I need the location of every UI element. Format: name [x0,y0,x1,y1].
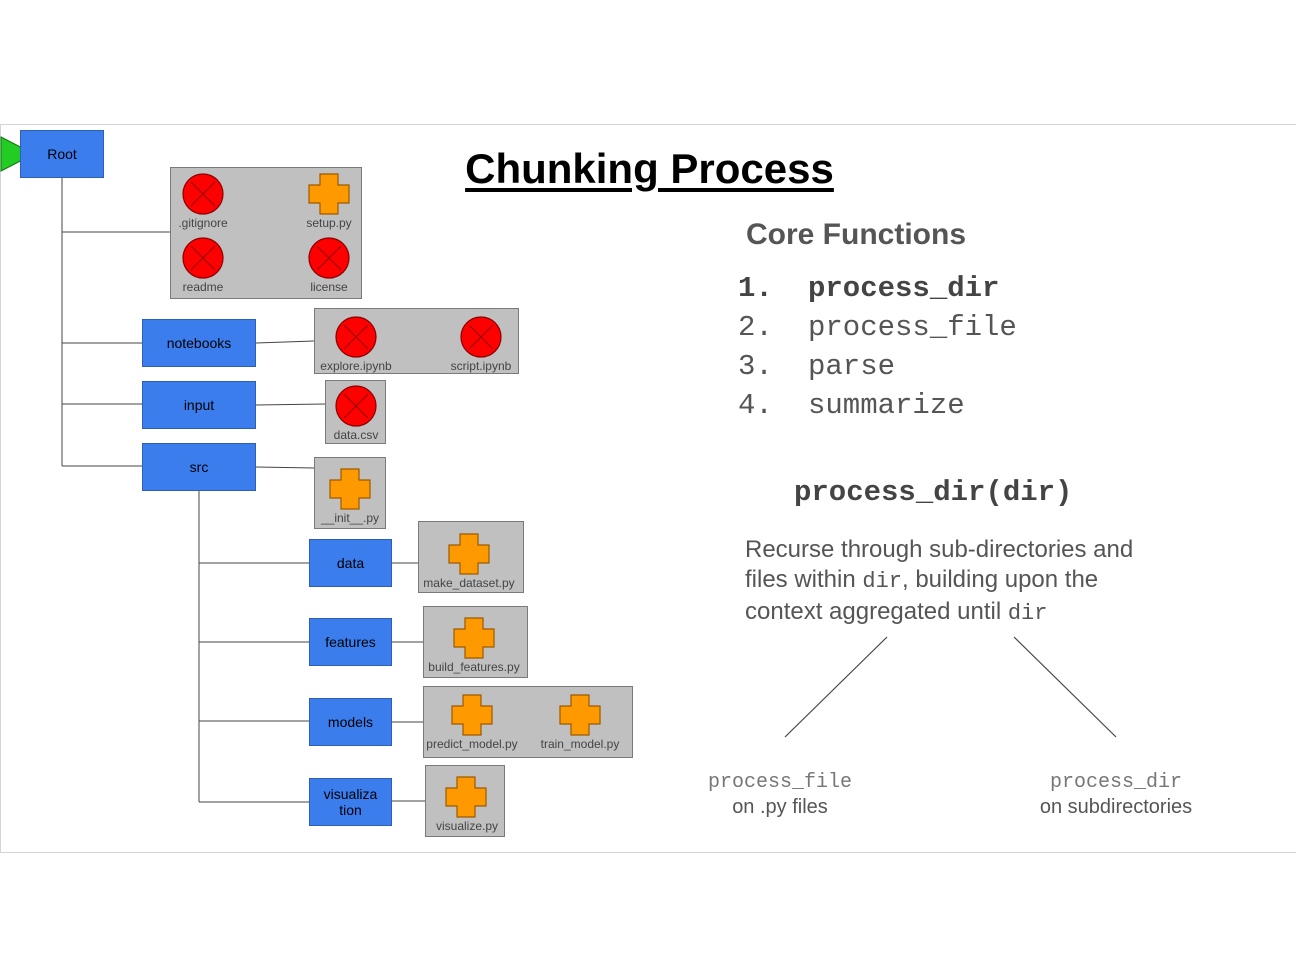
models-files-group: predict_model.py train_model.py [423,686,633,758]
file-init-py[interactable]: __init__.py [298,461,402,525]
dir-input[interactable]: input [142,381,256,429]
dir-label: src [189,459,209,475]
input-files-group: data.csv [325,380,386,444]
item-name: process_dir [808,272,1000,305]
file-setup-py[interactable]: setup.py [277,166,381,230]
file-label: make_dataset.py [423,576,515,590]
core-functions-heading: Core Functions [746,218,967,251]
core-function-item: 3. parse [738,350,895,383]
x-circle-icon [335,385,377,427]
data-files-group: make_dataset.py [418,521,524,593]
branch-left: process_file on .py files [690,770,870,820]
file-label: explore.ipynb [320,359,392,373]
file-label: readme [182,280,224,294]
x-circle-icon [460,316,502,358]
x-circle-icon [335,316,377,358]
dir-models[interactable]: models [309,698,392,746]
features-files-group: build_features.py [423,606,528,678]
root-files-group: .gitignore setup.py readme license [170,167,362,299]
file-gitignore[interactable]: .gitignore [151,166,255,230]
file-make-dataset-py[interactable]: make_dataset.py [417,526,521,590]
item-number: 2. [738,311,773,344]
x-circle-icon [182,173,224,215]
dir-label: data [336,555,365,571]
plus-shape-icon [448,533,490,575]
plus-shape-icon [559,694,601,736]
visualization-files-group: visualize.py [425,765,505,837]
item-number: 3. [738,350,773,383]
dir-label: Root [47,146,77,162]
desc-text: Recurse through sub-directories and file… [745,536,1134,593]
dir-label: features [325,634,376,650]
file-readme[interactable]: readme [151,230,255,294]
desc-code: dir [862,569,902,594]
file-label: setup.py [306,216,352,230]
branch-function: process_file [707,771,853,794]
dir-visualization[interactable]: visualiza tion [309,778,392,826]
play-triangle-icon [0,136,36,172]
dir-root[interactable]: Root [20,130,104,178]
plus-shape-icon [329,468,371,510]
file-license[interactable]: license [277,230,381,294]
file-build-features-py[interactable]: build_features.py [422,610,526,674]
plus-shape-icon [451,694,493,736]
desc-code: dir [1007,601,1048,626]
file-predict-model-py[interactable]: predict_model.py [420,687,524,751]
branch-function: process_dir [1049,771,1183,794]
file-label: visualize.py [436,819,499,833]
file-train-model-py[interactable]: train_model.py [528,687,632,751]
file-label: train_model.py [540,737,620,751]
file-label: license [310,280,348,294]
file-label: predict_model.py [426,737,518,751]
branch-right: process_dir on subdirectories [1020,770,1212,820]
desc-text: , building upon the context aggregated u… [745,566,1099,625]
core-function-item: 1. process_dir [738,272,999,305]
core-function-item: 4. summarize [738,389,965,422]
dir-data[interactable]: data [309,539,392,587]
function-signature: process_dir(dir) [794,476,1073,509]
item-number: 1. [738,272,773,305]
notebooks-files-group: explore.ipynb script.ipynb [314,308,519,374]
src-files-group: __init__.py [314,457,386,529]
dir-features[interactable]: features [309,618,392,666]
dir-label: visualiza tion [323,786,378,818]
x-circle-icon [308,237,350,279]
file-label: data.csv [333,428,379,442]
file-label: build_features.py [428,660,520,674]
dir-label: notebooks [166,335,232,351]
item-name: parse [808,350,896,383]
dir-label: models [327,714,374,730]
file-visualize-py[interactable]: visualize.py [436,769,499,833]
branch-text: on subdirectories [1039,796,1193,818]
function-description: Recurse through sub-directories and file… [745,535,1165,629]
file-label: .gitignore [178,216,228,230]
file-explore-ipynb[interactable]: explore.ipynb [304,309,408,373]
file-label: script.ipynb [450,359,512,373]
x-circle-icon [182,237,224,279]
plus-shape-icon [308,173,350,215]
core-function-item: 2. process_file [738,311,1017,344]
plus-shape-icon [445,776,487,818]
file-script-ipynb[interactable]: script.ipynb [429,309,533,373]
plus-shape-icon [453,617,495,659]
file-label: __init__.py [320,511,380,525]
dir-src[interactable]: src [142,443,256,491]
item-name: process_file [808,311,1017,344]
branch-text: on .py files [732,796,828,818]
item-number: 4. [738,389,773,422]
dir-label: input [183,397,215,413]
item-name: summarize [808,389,965,422]
dir-notebooks[interactable]: notebooks [142,319,256,367]
file-data-csv[interactable]: data.csv [326,378,386,442]
page-title: Chunking Process [465,145,834,192]
